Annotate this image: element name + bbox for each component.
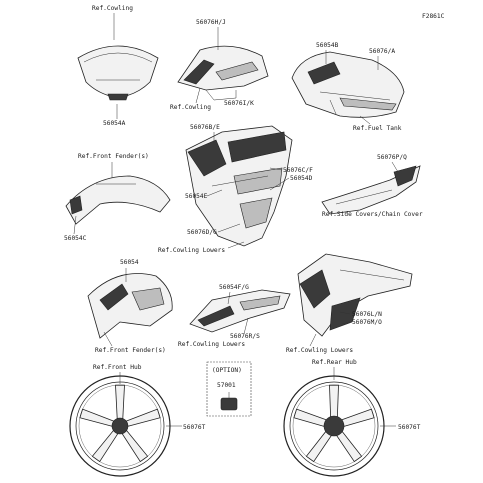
label-ref-side-covers: Ref.Side Covers/Chain Cover [322,211,423,218]
wheel-spoke [336,431,363,463]
belly-pan-drawing [297,253,413,337]
label-ref-cowling-top: Ref.Cowling [92,5,133,12]
label-ref-cowling-mid: Ref.Cowling [170,104,211,111]
label-56076ik: 56076I/K [224,100,254,107]
wheel-spoke [305,431,332,463]
label-56054fg: 56054F/G [219,284,249,291]
windscreen-drawing [77,45,159,101]
label-57001: 57001 [217,382,236,389]
front-wheel-drawing [69,375,171,477]
fuel-tank-drawing [291,51,405,118]
wheel-spoke [341,408,375,427]
wheel-spoke [293,408,327,427]
label-56076dg: 56076D/G [187,229,217,236]
front-fender-drawing-top [65,175,171,225]
label-56076hj: 56076H/J [196,19,226,26]
label-ref-rear-hub: Ref.Rear Hub [312,359,357,366]
label-ref-cowling-lowers-right: Ref.Cowling Lowers [286,347,353,354]
upper-cowling-drawing [177,45,269,101]
label-ref-front-hub: Ref.Front Hub [93,364,142,371]
wheel-spoke [91,429,119,463]
label-56076t-right: 56076T [398,424,421,431]
label-56054d: 56054D [290,175,313,182]
label-56076a: 56076/A [369,48,395,55]
wheel-spoke [115,384,125,419]
label-56076rs: 56076R/S [230,333,260,340]
label-56054a: 56054A [103,120,126,127]
label-56076cf: 56076C/F [283,167,313,174]
rear-wheel-drawing [283,375,385,477]
lower-cowling-drawing [189,289,291,333]
label-ref-front-fender-bottom: Ref.Front Fender(s) [95,347,166,354]
wheel-spoke [125,408,161,427]
tail-section-drawing [321,165,421,215]
label-56076be: 56076B/E [190,124,220,131]
label-56076pq: 56076P/Q [377,154,407,161]
label-ref-cowling-lowers-mid: Ref.Cowling Lowers [178,341,245,348]
label-56054e: 56054E [185,193,208,200]
label-56076ln: 56076L/N [352,311,382,318]
label-ref-fuel-tank: Ref.Fuel Tank [353,125,402,132]
label-56054: 56054 [120,259,139,266]
label-56054c: 56054C [64,235,87,242]
label-ref-front-fender-top: Ref.Front Fender(s) [78,153,149,160]
label-56076mo: 56076M/O [352,319,382,326]
side-cowling-drawing [185,125,293,247]
label-56076t-left: 56076T [183,424,206,431]
option-box [206,361,252,417]
wheel-spoke [329,384,339,417]
diagram-code: F2861C [422,13,445,20]
wheel-spoke [121,429,149,463]
wheel-spoke [79,408,115,427]
label-56054b: 56054B [316,42,339,49]
label-option: (OPTION) [212,367,242,374]
front-fender-drawing-bottom [87,273,173,339]
label-ref-cowling-lowers-top: Ref.Cowling Lowers [158,247,225,254]
